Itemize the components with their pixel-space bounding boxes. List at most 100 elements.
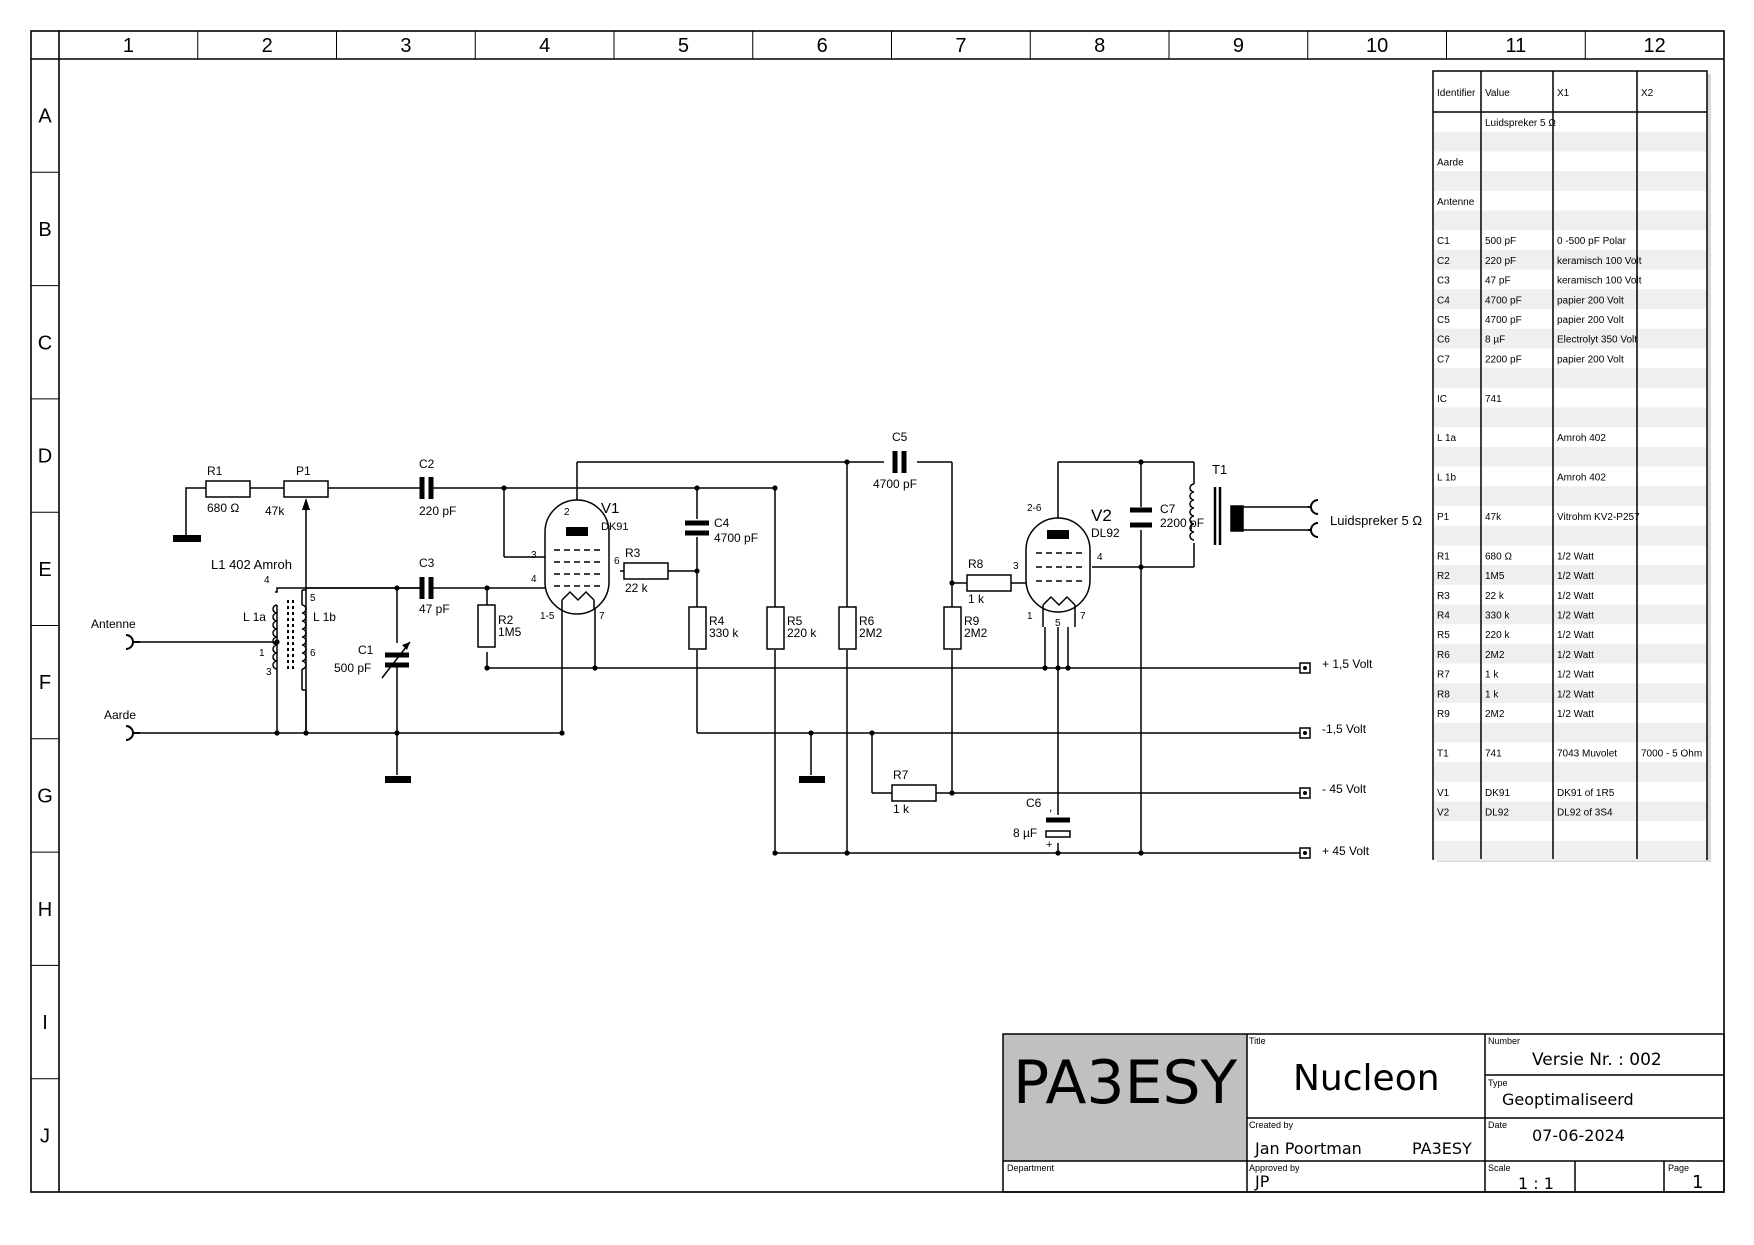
l1a-label: L 1a bbox=[243, 610, 266, 624]
bom-stripe bbox=[1434, 683, 1706, 703]
l1-title: L1 402 Amroh bbox=[211, 557, 292, 572]
bom-cell: 1 k bbox=[1485, 689, 1499, 700]
bom-cell: 2200 pF bbox=[1485, 354, 1522, 365]
junction-dot bbox=[274, 730, 280, 736]
title-block: PA3ESY Title Nucleon Number Versie Nr. :… bbox=[1002, 1033, 1725, 1193]
junction-dot bbox=[694, 485, 700, 491]
capacitor-c5: C5 4700 pF bbox=[873, 430, 917, 491]
bom-cell: 500 pF bbox=[1485, 236, 1516, 247]
bom-cell: 4700 pF bbox=[1485, 295, 1522, 306]
v2-pin-7: 7 bbox=[1080, 611, 1086, 622]
aarde-label: Aarde bbox=[104, 708, 136, 722]
grid-row-label: F bbox=[39, 672, 51, 694]
grid-column-dividers bbox=[197, 31, 1586, 59]
r6-ref: R6 bbox=[859, 614, 875, 628]
junction-dot bbox=[949, 790, 955, 796]
approved-caption: Approved by bbox=[1249, 1163, 1300, 1173]
bom-cell: 220 pF bbox=[1485, 256, 1516, 267]
r3-ref: R3 bbox=[625, 546, 641, 560]
bom-cell: 220 k bbox=[1485, 630, 1510, 641]
bom-cell: C4 bbox=[1437, 295, 1450, 306]
bom-cell: C7 bbox=[1437, 354, 1450, 365]
grid-row-label: E bbox=[38, 559, 51, 581]
bom-cell: 7043 Muvolet bbox=[1557, 748, 1617, 759]
page-caption: Page bbox=[1668, 1163, 1689, 1173]
bom-cell: R5 bbox=[1437, 630, 1450, 641]
junction-dot bbox=[1138, 564, 1144, 570]
r5-ref: R5 bbox=[787, 614, 803, 628]
bom-stripe bbox=[1434, 486, 1706, 506]
grid-row-label: J bbox=[40, 1125, 50, 1147]
grid-row-label: A bbox=[38, 106, 52, 128]
r4-value: 330 k bbox=[709, 626, 739, 640]
junction-dot bbox=[694, 568, 700, 574]
bom-cell: 4700 pF bbox=[1485, 315, 1522, 326]
capacitor-c3: C3 47 pF bbox=[419, 556, 450, 616]
approved-by: JP bbox=[1254, 1172, 1270, 1191]
bom-cell: C6 bbox=[1437, 335, 1450, 346]
resistor-r7: R7 1 k bbox=[891, 768, 937, 816]
grid-column-label: 5 bbox=[678, 35, 689, 57]
bom-cell: 741 bbox=[1485, 748, 1502, 759]
bom-cell: 8 µF bbox=[1485, 335, 1505, 346]
bom-cell: R9 bbox=[1437, 709, 1450, 720]
c7-ref: C7 bbox=[1160, 502, 1176, 516]
transformer-t1: T1 bbox=[1189, 462, 1244, 545]
c6-value: 8 µF bbox=[1013, 826, 1037, 840]
grid-column-label: 8 bbox=[1094, 35, 1105, 57]
created-by: Jan Poortman bbox=[1254, 1139, 1362, 1158]
rail-plus-45-label: + 45 Volt bbox=[1322, 844, 1370, 858]
resistor-r8: R8 1 k bbox=[966, 557, 1012, 606]
bom-header-cell: Value bbox=[1485, 88, 1510, 99]
v2-ref: V2 bbox=[1091, 506, 1112, 525]
bom-cell: Aarde bbox=[1437, 157, 1464, 168]
v1-pin-4: 4 bbox=[531, 574, 537, 585]
date-value: 07-06-2024 bbox=[1532, 1126, 1625, 1145]
bom-cell: 1M5 bbox=[1485, 571, 1505, 582]
aarde-terminal bbox=[125, 725, 140, 741]
bom-cell: 1/2 Watt bbox=[1557, 630, 1594, 641]
grid-row-label: C bbox=[38, 332, 52, 354]
bom-cell: 47 pF bbox=[1485, 276, 1511, 287]
c3-value: 47 pF bbox=[419, 602, 450, 616]
bom-stripe bbox=[1434, 565, 1706, 585]
created-caption: Created by bbox=[1249, 1120, 1294, 1130]
junction-dot bbox=[772, 485, 778, 491]
junction-dot bbox=[1138, 850, 1144, 856]
bom-cell: DL92 of 3S4 bbox=[1557, 808, 1613, 819]
junction-dot bbox=[844, 459, 850, 465]
l1-pin-1: 1 bbox=[259, 648, 265, 659]
bom-cell: C3 bbox=[1437, 276, 1450, 287]
r1-value: 680 Ω bbox=[207, 501, 239, 515]
t1-ref: T1 bbox=[1212, 462, 1227, 477]
coil-l1 bbox=[272, 590, 307, 691]
r5-value: 220 k bbox=[787, 626, 817, 640]
tube-v1: V1 DK91 2 3 4 6 1-5 7 bbox=[531, 499, 629, 622]
coil-l1-labels: L1 402 Amroh L 1a L 1b 4 5 1 3 6 bbox=[211, 557, 336, 678]
bom-header-cell: X2 bbox=[1641, 88, 1654, 99]
page-value: 1 bbox=[1692, 1172, 1703, 1193]
bom-cell: 2M2 bbox=[1485, 650, 1505, 661]
grid-column-label: 2 bbox=[262, 35, 273, 57]
c5-ref: C5 bbox=[892, 430, 908, 444]
bom-cell: papier 200 Volt bbox=[1557, 354, 1624, 365]
l1-pin-4: 4 bbox=[264, 575, 270, 586]
v2-pin-5: 5 bbox=[1055, 618, 1061, 629]
c4-ref: C4 bbox=[714, 516, 730, 530]
v1-pin-7: 7 bbox=[599, 611, 605, 622]
capacitor-c6: C6 , 8 µF + bbox=[1013, 796, 1071, 851]
bom-cell: L 1a bbox=[1437, 433, 1457, 444]
grid-row-label: G bbox=[37, 785, 53, 807]
v1-ref: V1 bbox=[601, 500, 619, 517]
grid-column-label: 9 bbox=[1233, 35, 1244, 57]
bom-header-cell: X1 bbox=[1557, 88, 1570, 99]
rail-plus-1-5-label: + 1,5 Volt bbox=[1322, 657, 1373, 671]
resistor-r9: R9 2M2 bbox=[943, 606, 988, 650]
created-call: PA3ESY bbox=[1412, 1139, 1472, 1158]
circuit-wires bbox=[135, 461, 1308, 854]
